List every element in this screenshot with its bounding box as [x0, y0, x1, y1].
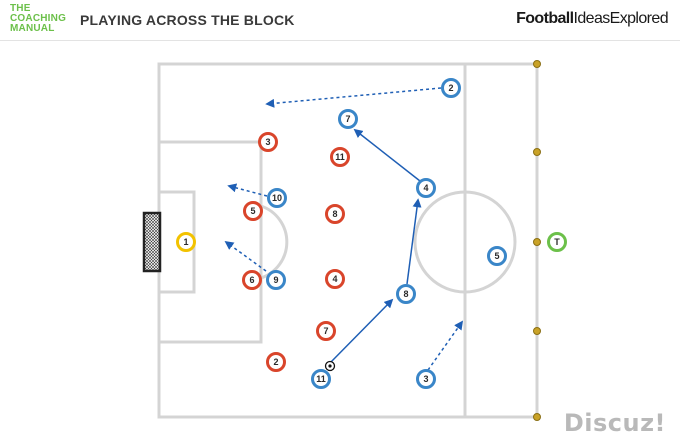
penalty-box — [157, 140, 263, 344]
defender-3: 3 — [258, 132, 278, 152]
defender-4-label: 4 — [332, 274, 337, 284]
pitch: 2 7 4 10 9 8 1 — [142, 60, 567, 421]
run-3 — [427, 320, 464, 371]
attacker-8-label: 8 — [403, 289, 408, 299]
defenders: 3 11 5 8 6 4 7 — [242, 132, 350, 372]
ball-icon — [324, 360, 336, 372]
logo-line-3: MANUAL — [10, 23, 55, 34]
attacker-4: 4 — [416, 178, 436, 198]
attacker-9-label: 9 — [273, 275, 278, 285]
attacker-9: 9 — [266, 270, 286, 290]
attacker-10: 10 — [267, 188, 287, 208]
defender-5: 5 — [243, 201, 263, 221]
penalty-arc — [260, 204, 289, 280]
coaching-manual-logo: THE COACHING MANUAL — [10, 4, 68, 38]
cone-icon — [533, 60, 541, 68]
defender-7-label: 7 — [323, 326, 328, 336]
centre-circle — [413, 190, 517, 294]
attacker-10-label: 10 — [272, 193, 282, 203]
football-ideas-explored-logo: FootballIdeasExplored — [516, 10, 669, 28]
attacker-11: 11 — [311, 369, 331, 389]
cone-icon — [533, 148, 541, 156]
logo-line-2: COACHING — [10, 13, 67, 24]
attacker-5-label: 5 — [494, 251, 499, 261]
attacker-11-label: 11 — [316, 374, 326, 384]
defender-11: 11 — [330, 147, 350, 167]
defender-7: 7 — [316, 321, 336, 341]
brand-regular: IdeasExplored — [573, 10, 669, 27]
attacker-8: 8 — [396, 284, 416, 304]
attacker-7: 7 — [338, 109, 358, 129]
goalkeeper: 1 — [176, 232, 196, 252]
attacker-2-label: 2 — [448, 83, 453, 93]
attackers: 2 7 4 10 9 8 1 — [266, 78, 507, 389]
pass-8-to-4 — [406, 198, 422, 285]
attacker-2: 2 — [441, 78, 461, 98]
defender-11-label: 11 — [335, 152, 345, 162]
logo-line-1: THE — [10, 3, 31, 14]
defender-6-label: 6 — [249, 275, 254, 285]
defender-2-label: 2 — [273, 357, 278, 367]
cone-icon — [533, 238, 541, 246]
pass-4-to-7 — [353, 128, 421, 182]
cone-icon — [533, 327, 541, 335]
cone-icon — [533, 413, 541, 421]
defender-8: 8 — [325, 204, 345, 224]
goal-net-icon — [142, 211, 162, 273]
discuz-watermark: Discuz! — [563, 409, 666, 437]
defender-5-label: 5 — [250, 206, 255, 216]
defender-6: 6 — [242, 270, 262, 290]
pass-11-to-8 — [328, 298, 394, 365]
run-lines — [224, 87, 464, 371]
attacker-7-label: 7 — [345, 114, 350, 124]
drill-title: PLAYING ACROSS THE BLOCK — [80, 12, 295, 28]
cones — [533, 60, 541, 421]
run-10 — [227, 183, 268, 197]
defender-2: 2 — [266, 352, 286, 372]
defender-4: 4 — [325, 269, 345, 289]
defender-8-label: 8 — [332, 209, 337, 219]
attacker-5: 5 — [487, 246, 507, 266]
defender-3-label: 3 — [265, 137, 270, 147]
attacker-3-label: 3 — [423, 374, 428, 384]
target-player-label: T — [554, 237, 560, 247]
attacker-3: 3 — [416, 369, 436, 389]
run-9 — [224, 240, 267, 272]
run-2 — [265, 87, 442, 108]
header-bar: THE COACHING MANUAL PLAYING ACROSS THE B… — [0, 0, 680, 41]
target-player: T — [547, 232, 567, 252]
brand-bold: Football — [516, 10, 574, 27]
attacker-4-label: 4 — [423, 183, 428, 193]
pass-lines — [328, 128, 422, 365]
goalkeeper-label: 1 — [183, 237, 188, 247]
